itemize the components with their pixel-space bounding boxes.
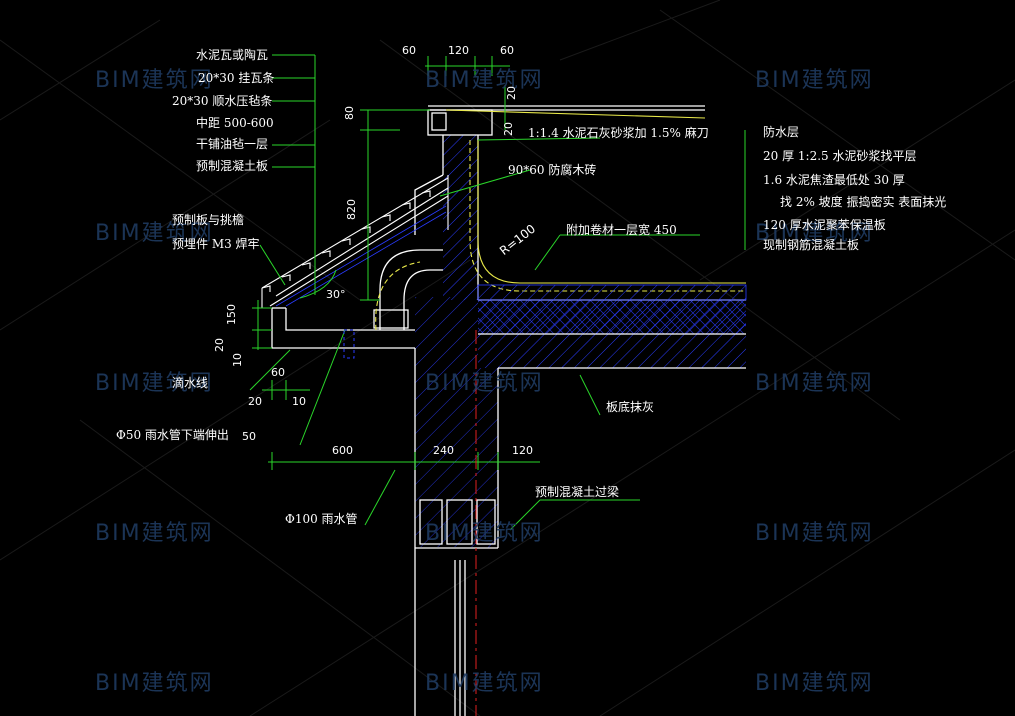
watermark: BIM建筑网 [95,521,214,546]
dim-60-left: 60 [402,44,416,57]
watermark: BIM建筑网 [755,671,874,696]
label-cement-tile: 水泥瓦或陶瓦 [196,48,269,62]
watermark: BIM建筑网 [95,671,214,696]
dim-20-drip: 20 [248,395,262,408]
dim-120-top: 120 [448,44,469,57]
watermark: BIM建筑网 [95,221,214,246]
label-counter-batten: 20*30 顺水压毡条 [172,94,273,108]
label-downpipe: Φ100 雨水管 [285,512,358,526]
dim-820: 820 [345,199,358,220]
label-wood-brick: 90*60 防腐木砖 [508,163,597,177]
label-precast-eave: 预制板与挑檐 [172,213,245,227]
dim-600: 600 [332,444,353,457]
label-embedded-part: 预埋件 M3 焊牢 [172,237,260,251]
watermark: BIM建筑网 [755,68,874,93]
watermark: BIM建筑网 [95,371,214,396]
dim-10-drip: 10 [292,395,306,408]
label-slab-plaster: 板底抹灰 [606,400,655,414]
dim-20-cap: 20 [502,122,515,136]
label-drip-line: 滴水线 [172,376,209,390]
dim-120-wall: 120 [512,444,533,457]
label-insulation-board: 120 厚水泥聚苯保温板 [763,218,886,232]
dim-20-top: 20 [505,86,518,100]
label-felt-layer: 干铺油毡一层 [196,137,269,151]
watermark: BIM建筑网 [425,671,544,696]
label-precast-slab: 预制混凝土板 [196,159,269,173]
watermark: BIM建筑网 [425,371,544,396]
watermark: BIM建筑网 [425,68,544,93]
dim-240: 240 [433,444,454,457]
watermark: BIM建筑网 [755,221,874,246]
label-precast-lintel: 预制混凝土过梁 [535,485,620,499]
label-spacing: 中距 500-600 [196,116,274,130]
watermark: BIM建筑网 [755,371,874,396]
label-rc-slab: 现制钢筋混凝土板 [763,238,860,252]
dim-150: 150 [225,304,238,325]
watermark: BIM建筑网 [755,521,874,546]
dim-80: 80 [343,106,356,120]
watermark: BIM建筑网 [95,68,214,93]
dim-20-eave: 20 [213,338,226,352]
label-tile-batten: 20*30 挂瓦条 [198,71,275,85]
label-cinder-slope: 1.6 水泥焦渣最低处 30 厚 [763,173,905,187]
dim-10-eave: 10 [231,353,244,367]
dim-60-drip: 60 [271,366,285,379]
label-leveling-layer: 20 厚 1:2.5 水泥砂浆找平层 [763,149,917,163]
dim-50: 50 [242,430,256,443]
label-additional-membrane: 附加卷材一层宽 450 [566,223,677,237]
dim-angle-30: 30° [326,288,346,301]
label-slope-compact: 找 2% 坡度 振捣密实 表面抹光 [780,195,947,209]
label-downpipe-end: Φ50 雨水管下端伸出 [116,428,229,442]
label-lime-mortar: 1:1.4 水泥石灰砂浆加 1.5% 麻刀 [528,126,709,140]
watermark: BIM建筑网 [425,521,544,546]
label-waterproof-layer: 防水层 [763,125,800,139]
dim-60-right: 60 [500,44,514,57]
